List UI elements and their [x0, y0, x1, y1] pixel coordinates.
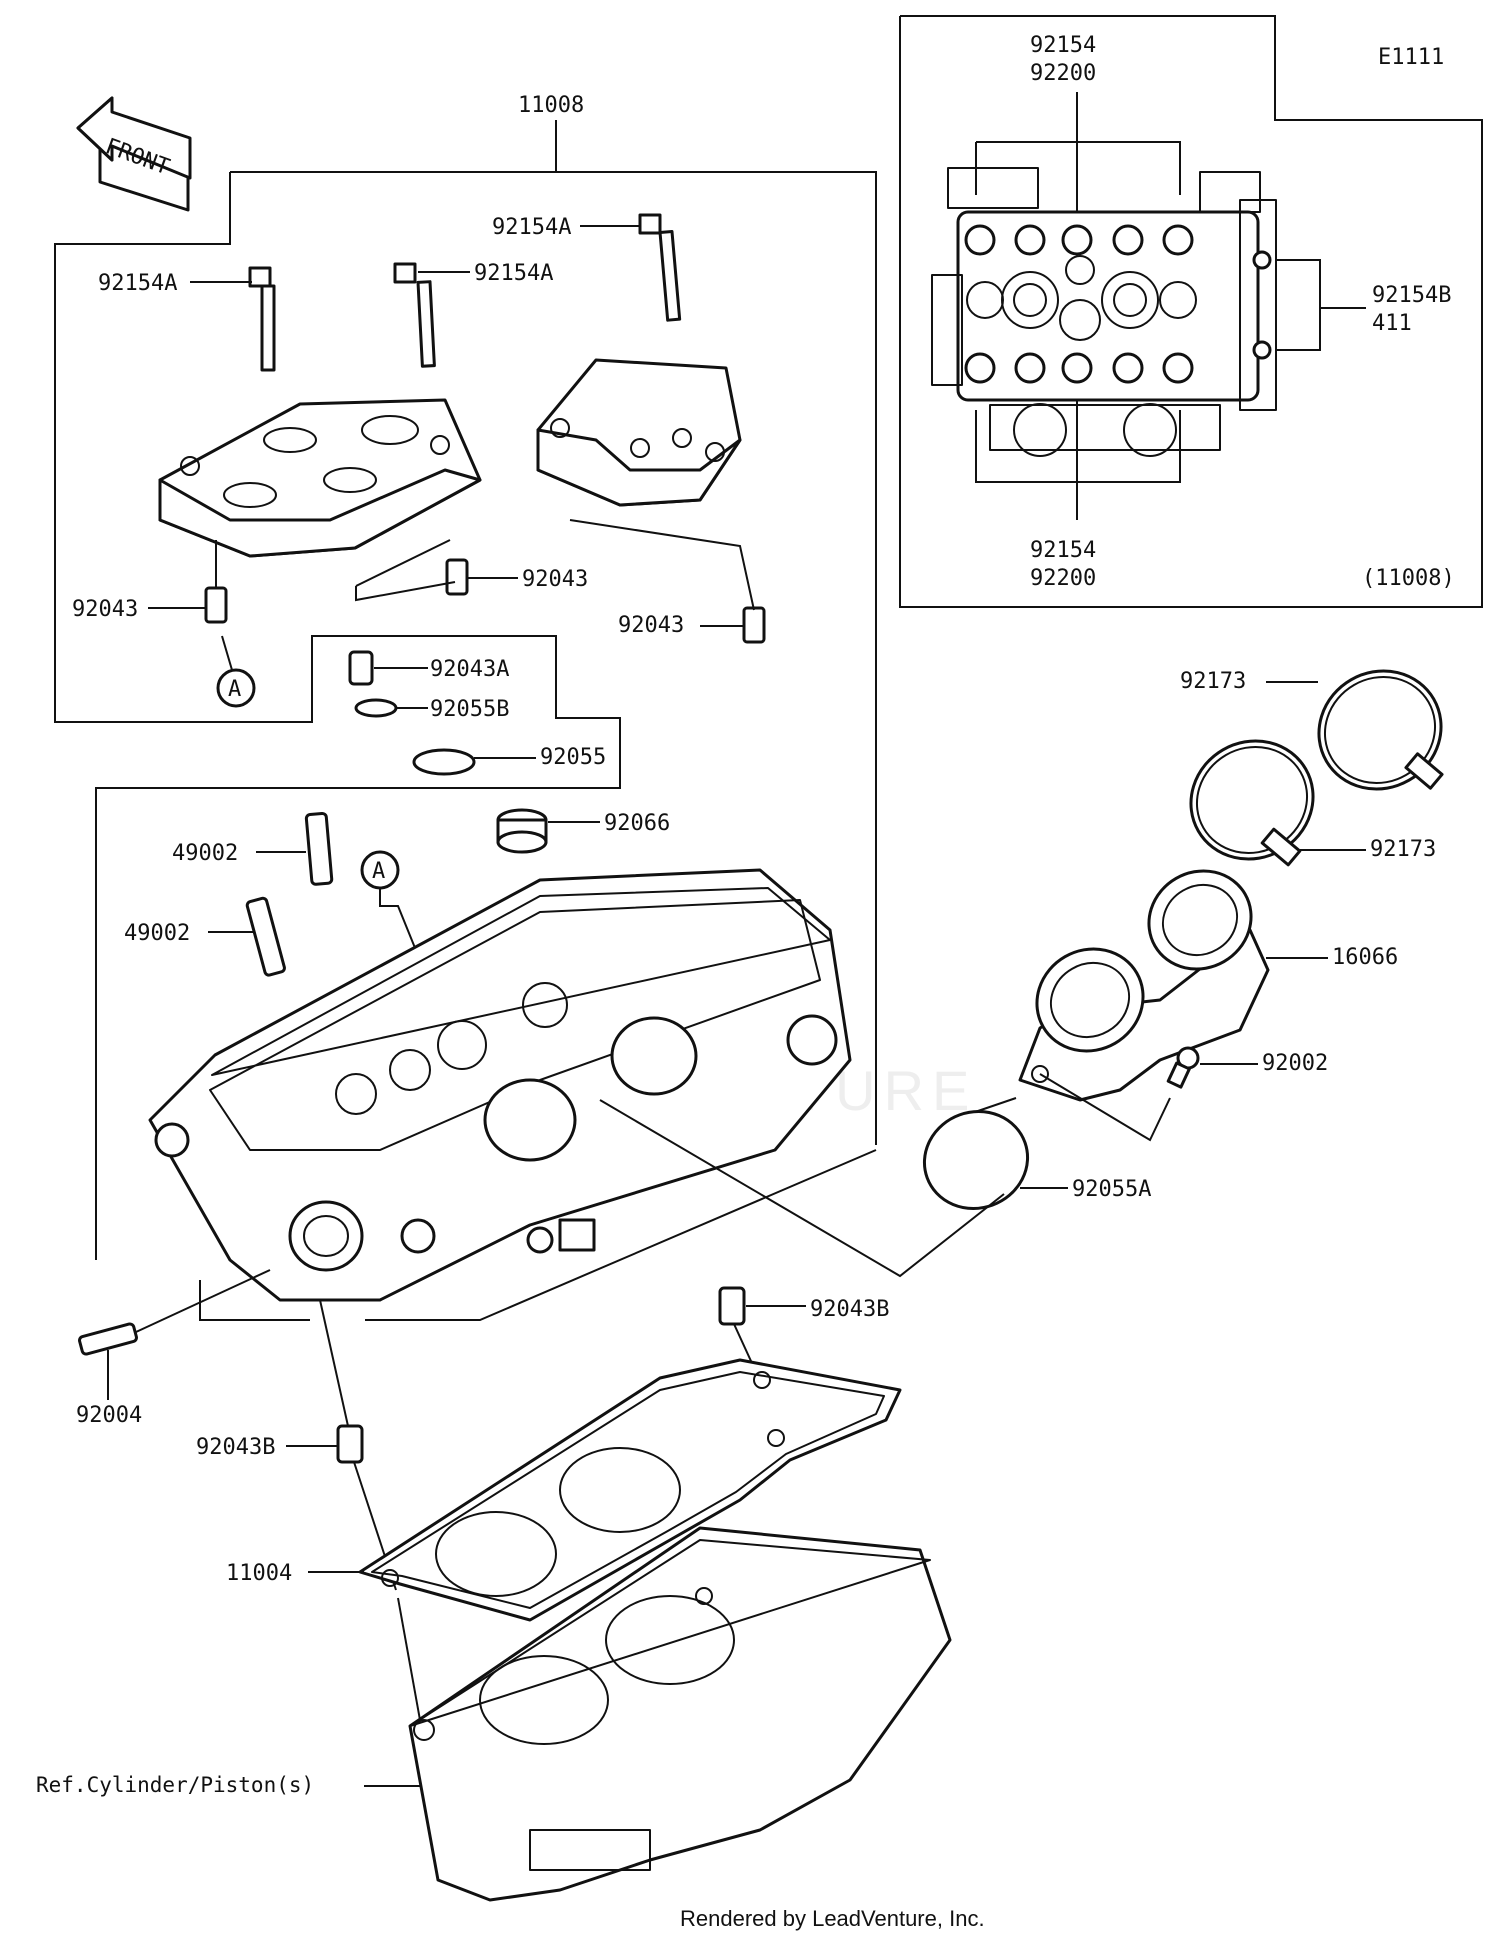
inset-bolts: [964, 224, 1272, 384]
label-92043B-2: 92043B: [196, 1435, 275, 1460]
bolt-92154A-3: [638, 213, 682, 322]
label-92002: 92002: [1262, 1051, 1328, 1076]
inset-ref-label: (11008): [1362, 566, 1455, 591]
head-gasket-11004: [358, 1358, 902, 1622]
dowel-92043-1: [204, 586, 228, 624]
label-ref-cylinder: Ref.Cylinder/Piston(s): [36, 1773, 314, 1797]
label-11008: 11008: [518, 93, 584, 118]
label-92043-1: 92043: [72, 597, 138, 622]
diagram-code: E1111: [1378, 45, 1444, 70]
oring-92055B: [354, 698, 398, 718]
stud-92004: [78, 1322, 138, 1356]
label-92173-1: 92173: [1180, 669, 1246, 694]
label-92043-2: 92043: [522, 567, 588, 592]
dowel-92043B-2: [336, 1424, 364, 1464]
label-92154A-2: 92154A: [474, 261, 553, 286]
label-92066: 92066: [604, 811, 670, 836]
cam-cap-left: [158, 398, 482, 558]
label-92004: 92004: [76, 1403, 142, 1428]
dowel-92043B-1: [718, 1286, 746, 1326]
inset-label-top-2: 92200: [1030, 61, 1096, 86]
label-49002-1: 49002: [172, 841, 238, 866]
bolt-92154A-2: [393, 262, 436, 368]
label-92173-2: 92173: [1370, 837, 1436, 862]
label-92055A: 92055A: [1072, 1177, 1151, 1202]
footer-credit: Rendered by LeadVenture, Inc.: [680, 1906, 985, 1931]
valve-guide-49002-2: [245, 896, 286, 977]
seal-92066: [496, 808, 548, 854]
label-92055: 92055: [540, 745, 606, 770]
dowel-92043-3: [742, 606, 766, 644]
label-92043A: 92043A: [430, 657, 509, 682]
inset-view: 92154 92200 92154 92200 92154B 411 (1100…: [899, 15, 1483, 608]
cylinder-block: [408, 1526, 952, 1902]
inset-label-top-1: 92154: [1030, 33, 1096, 58]
svg-text:A: A: [372, 859, 385, 884]
reference-marker-a-2: A: [360, 850, 400, 890]
inset-label-right-1: 92154B: [1372, 283, 1451, 308]
valve-guide-49002-1: [304, 811, 334, 886]
label-92055B: 92055B: [430, 697, 509, 722]
front-arrow-icon: FRONT: [76, 96, 192, 212]
group-11008-outline: 11008: [54, 93, 877, 1321]
inset-label-right-2: 411: [1372, 311, 1412, 336]
bolt-92154A-1: [248, 266, 276, 372]
cylinder-head: [148, 868, 852, 1302]
inset-label-bottom-1: 92154: [1030, 538, 1096, 563]
label-92043B-1: 92043B: [810, 1297, 889, 1322]
dowel-92043A: [348, 650, 374, 686]
label-16066: 16066: [1332, 945, 1398, 970]
cam-cap-right: [536, 358, 742, 507]
label-92154A-3: 92154A: [492, 215, 571, 240]
label-11004: 11004: [226, 1561, 292, 1586]
oring-92055: [412, 748, 476, 776]
reference-marker-a: A: [216, 668, 256, 708]
intake-holder-16066: [1018, 869, 1270, 1102]
oring-92055A: [922, 1110, 1030, 1210]
label-49002-2: 49002: [124, 921, 190, 946]
screw-92002: [1166, 1046, 1200, 1089]
dowel-92043-2: [445, 558, 469, 596]
cylinder-head-top-view: [931, 167, 1277, 457]
label-92043-3: 92043: [618, 613, 684, 638]
clamp-92173-1: [1317, 669, 1444, 791]
clamp-92173-2: [1189, 739, 1315, 867]
svg-text:A: A: [228, 677, 241, 702]
label-92154A-1: 92154A: [98, 271, 177, 296]
inset-label-bottom-2: 92200: [1030, 566, 1096, 591]
